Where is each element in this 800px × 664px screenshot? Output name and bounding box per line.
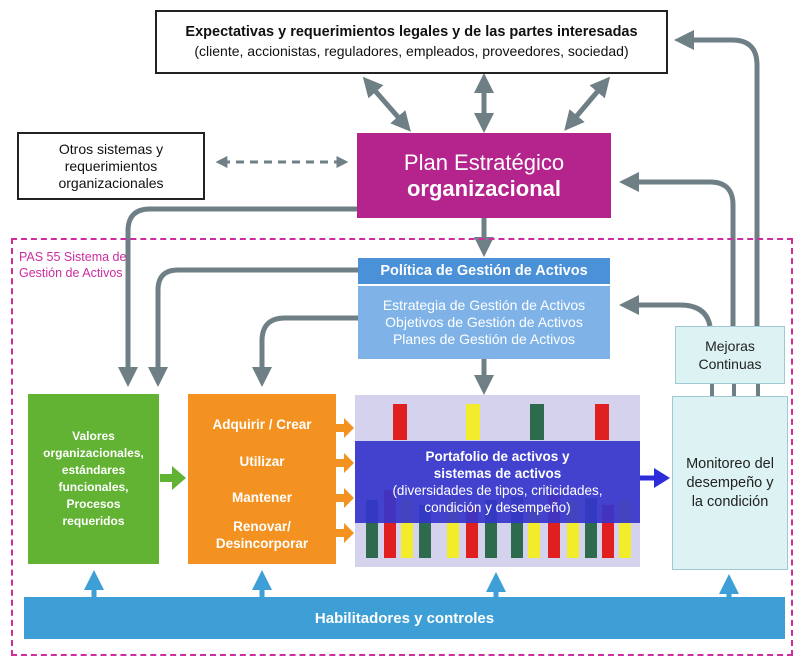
continuous-improvement-box: Mejoras Continuas [675, 326, 785, 384]
monitoring-line: desempeño y [686, 474, 774, 491]
lifecycle-maintain: Mantener [231, 490, 292, 505]
portfolio-desc-line: (diversidades de tipos, criticidades, [392, 483, 603, 498]
policy-body: Estrategia de Gestión de Activos Objetiv… [358, 286, 610, 359]
pas55-label: PAS 55 Sistema de Gestión de Activos [19, 250, 127, 280]
arrow-policy-lifecycle [252, 315, 358, 387]
portfolio-bar [393, 404, 407, 440]
arrow-portfolio-monitoring-head [654, 468, 670, 488]
monitoring-line: la condición [691, 493, 769, 510]
pas55-frame [11, 238, 793, 656]
portfolio-bar [595, 404, 609, 440]
arrow-expectations-plan-left [362, 76, 411, 132]
other-systems-line: requerimientos [64, 157, 158, 174]
arrow-expectations-plan-right [564, 76, 611, 131]
portfolio-bar [530, 404, 544, 440]
portfolio-band [355, 441, 640, 523]
values-line: requeridos [62, 514, 125, 528]
strategic-plan-line2: organizacional [406, 175, 562, 201]
other-systems-line: organizacionales [58, 174, 164, 191]
enablers-bar: Habilitadores y controles [24, 597, 785, 639]
policy-line-objectives: Objetivos de Gestión de Activos [385, 314, 583, 330]
arrow-improvement-policy [619, 295, 713, 327]
policy-line-plans: Planes de Gestión de Activos [392, 331, 576, 347]
policy-title: Política de Gestión de Activos [358, 258, 610, 284]
monitoring-line: Monitoreo del [686, 455, 774, 472]
lifecycle-box: Adquirir / Crear Utilizar Mantener Renov… [188, 394, 336, 564]
arrow-plan-values [118, 206, 357, 387]
other-systems-box: Otros sistemas y requerimientos organiza… [17, 132, 205, 200]
arrows-lifecycle-portfolio [336, 418, 354, 543]
lifecycle-acquire: Adquirir / Crear [212, 417, 312, 432]
portfolio-bar [466, 404, 480, 440]
improvement-line: Continuas [698, 356, 762, 372]
other-systems-line: Otros sistemas y [58, 140, 164, 157]
portfolio-title-line: sistemas de activos [433, 466, 562, 481]
values-line: estándares [61, 463, 126, 477]
arrow-policy-values [148, 267, 358, 387]
values-box: Valores organizacionales, estándares fun… [28, 394, 159, 564]
monitoring-box: Monitoreo del desempeño y la condición [672, 396, 788, 570]
policy-line-strategy: Estrategia de Gestión de Activos [382, 297, 586, 313]
improvement-line: Mejoras [705, 338, 755, 354]
strategic-plan-line1: Plan Estratégico [403, 149, 565, 175]
values-line: Procesos [66, 497, 121, 511]
portfolio-desc-line: condición y desempeño) [424, 500, 571, 515]
expectations-title: Expectativas y requerimientos legales y … [185, 24, 638, 40]
strategic-plan-box: Plan Estratégico organizacional [357, 133, 611, 218]
portfolio-title-line: Portafolio de activos y [425, 449, 570, 464]
arrow-improvement-plan [619, 172, 736, 326]
expectations-subtitle: (cliente, accionistas, reguladores, empl… [194, 43, 629, 59]
values-line: funcionales, [58, 480, 129, 494]
values-line: organizacionales, [43, 446, 144, 460]
portfolio-text: Portafolio de activos y sistemas de acti… [355, 441, 640, 523]
arrow-values-lifecycle [160, 466, 186, 490]
values-line: Valores [72, 429, 115, 443]
expectations-box: Expectativas y requerimientos legales y … [155, 10, 668, 74]
lifecycle-use: Utilizar [239, 454, 285, 469]
arrow-monitoring-expectations [674, 30, 760, 326]
lifecycle-renew: Renovar/ Desincorporar [215, 519, 309, 551]
